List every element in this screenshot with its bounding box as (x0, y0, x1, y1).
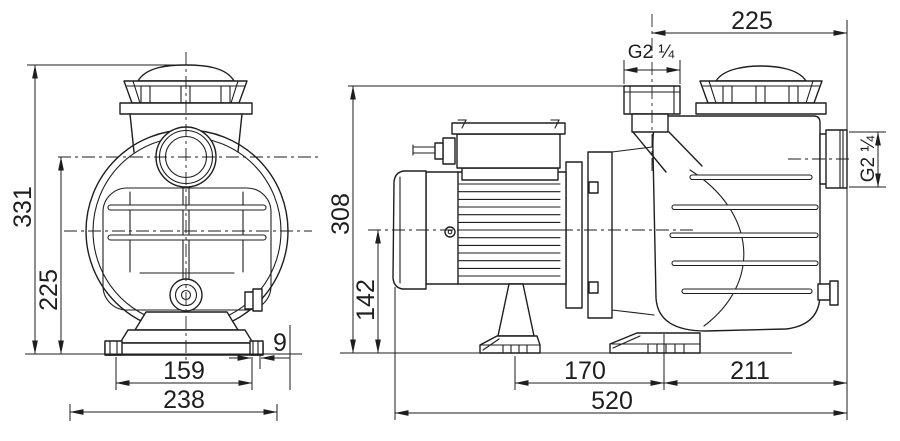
dim-label-308: 308 (327, 193, 355, 235)
side-view (368, 14, 852, 354)
dim-label-170: 170 (564, 357, 606, 385)
pump-foot (609, 332, 701, 354)
power-cable (412, 144, 436, 156)
dim-label-g2-side: G2 ¼ (858, 135, 879, 183)
dim-label-238: 238 (163, 386, 205, 414)
dim-label-225-front: 225 (35, 269, 63, 311)
front-centerlines (58, 52, 318, 362)
dim-label-520: 520 (591, 387, 633, 415)
strainer-lid-side (695, 65, 827, 115)
dim-label-331: 331 (9, 186, 37, 228)
side-centerlines (368, 14, 852, 231)
dim-front-overall-height: 331 (9, 64, 38, 355)
pump-flange-bracket (565, 146, 655, 319)
dim-overall-length: 520 (394, 387, 848, 416)
motor-foot (479, 283, 541, 354)
terminal-box (412, 119, 566, 169)
dim-label-g2-top: G2 ¼ (628, 42, 676, 63)
dim-front-inlet-height: 225 (35, 156, 64, 355)
dim-side-overall-height: 308 (327, 85, 356, 354)
motor (392, 167, 567, 290)
dim-front-slot-width: 9 (229, 325, 291, 390)
dim-label-211: 211 (730, 357, 770, 385)
dim-front-base-width: 238 (69, 386, 278, 421)
dim-label-225-side: 225 (731, 7, 773, 35)
tank-ribs-front (107, 204, 267, 241)
dim-foot-to-face: 211 (663, 357, 848, 386)
flange-bolt (588, 281, 599, 294)
dim-front-bolt-spacing: 159 (115, 357, 253, 390)
front-view (58, 52, 318, 362)
dim-top-port-thread: G2 ¼ (623, 42, 681, 84)
side-spout-front (244, 288, 263, 312)
tank-ribs-side (669, 174, 819, 295)
dim-port-to-face: 225 (651, 7, 848, 36)
lid-screw (550, 119, 560, 129)
pump-base-front (104, 311, 264, 356)
motor-eye-bolt (444, 226, 456, 238)
flange-bolt (588, 181, 599, 194)
front-view-dimensions: 331 225 159 238 9 (9, 64, 302, 421)
dim-label-142: 142 (352, 279, 380, 321)
dim-label-159: 159 (163, 357, 205, 385)
dim-side-port-thread: G2 ¼ (849, 131, 886, 188)
side-view-dimensions: 308 142 170 211 520 225 G2 ¼ (327, 7, 886, 420)
pump-tank-side (652, 115, 839, 332)
dim-label-9: 9 (273, 329, 287, 357)
cable-gland (434, 137, 456, 165)
lid-screw (457, 119, 467, 129)
dim-motor-axis-height: 142 (352, 229, 381, 354)
bottom-spout-side (817, 280, 839, 306)
